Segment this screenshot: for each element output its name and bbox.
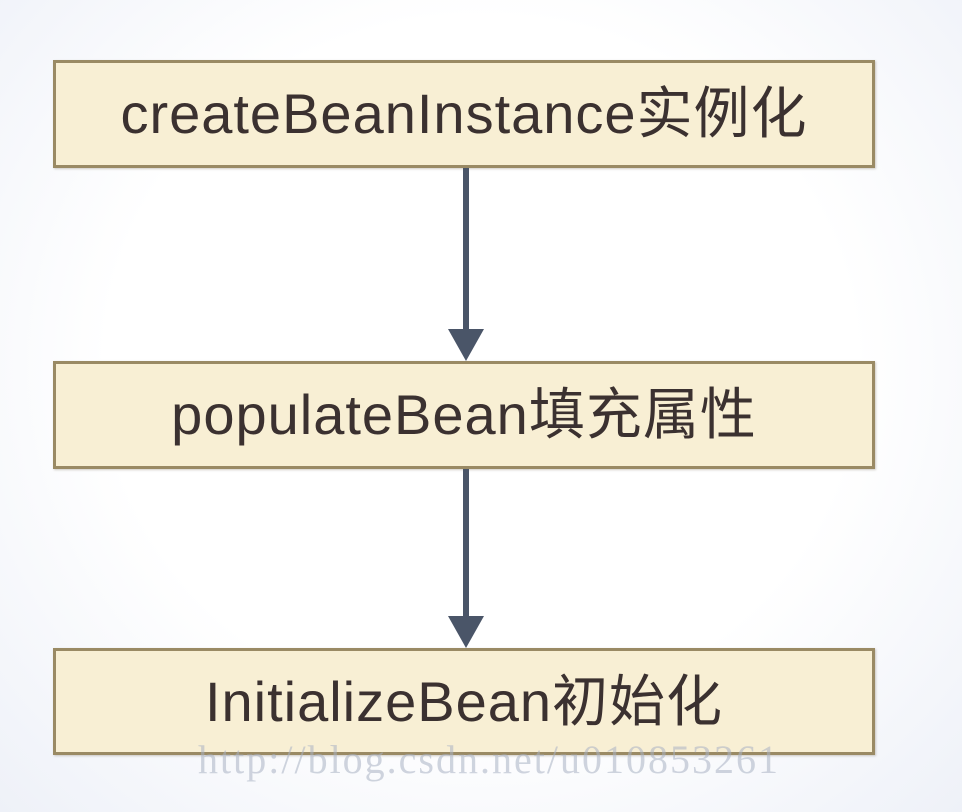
node-label-create-bean-instance: createBeanInstance实例化 [120, 82, 808, 145]
arrow-head-icon [448, 616, 484, 648]
arrow-head-icon [448, 329, 484, 361]
node-label-initialize-bean: InitializeBean初始化 [204, 669, 724, 733]
node-create-bean-instance: createBeanInstance实例化 [53, 60, 875, 168]
node-populate-bean: populateBean填充属性 [53, 361, 875, 469]
node-label-populate-bean: populateBean填充属性 [171, 383, 757, 446]
flow-arrow-1 [448, 168, 484, 361]
arrow-line [463, 469, 469, 616]
node-initialize-bean: InitializeBean初始化 [53, 648, 875, 755]
flow-arrow-2 [448, 469, 484, 648]
arrow-line [463, 168, 469, 329]
